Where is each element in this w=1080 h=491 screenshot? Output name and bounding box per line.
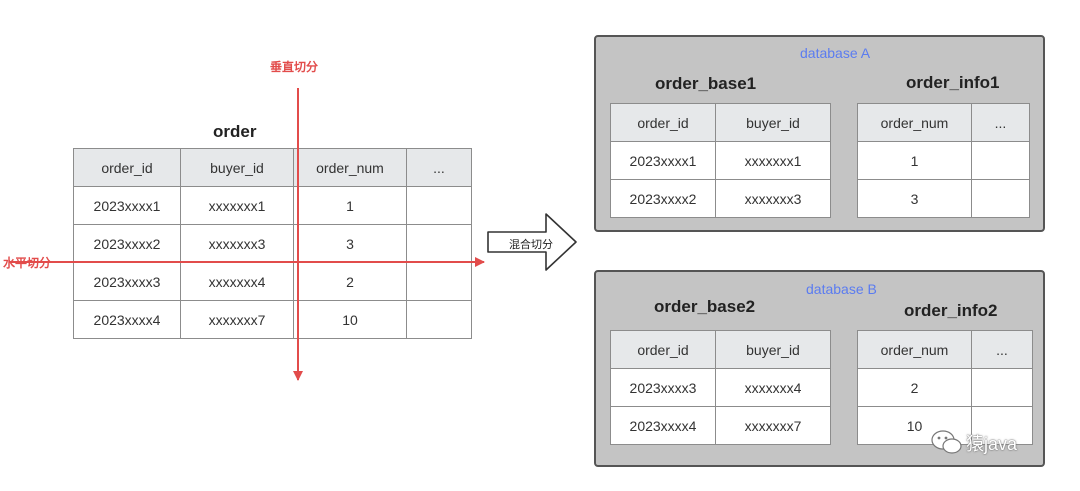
table-cell: xxxxxxx7 (715, 406, 831, 445)
table-row: 1 (857, 141, 1030, 180)
table-cell: 2023xxxx3 (610, 368, 716, 407)
table-cell: 2023xxxx1 (610, 141, 716, 180)
order-base1-title: order_base1 (655, 74, 757, 93)
table-row: 2023xxxx4 xxxxxxx7 (610, 406, 831, 445)
mixed-split-label: 混合切分 (509, 239, 553, 251)
table-cell (971, 179, 1030, 218)
table-cell: 2023xxxx1 (73, 186, 181, 225)
table-row: 2023xxxx2 xxxxxxx3 3 (73, 224, 472, 263)
table-header-row: order_id buyer_id (610, 103, 831, 142)
order-info2-title: order_info2 (904, 301, 998, 320)
table-cell (971, 141, 1030, 180)
table-cell (406, 224, 472, 263)
database-a-label: database A (800, 45, 871, 61)
table-cell: xxxxxxx4 (715, 368, 831, 407)
table-cell: 2023xxxx4 (73, 300, 181, 339)
order-table-title: order (213, 122, 257, 141)
table-header-row: order_id buyer_id order_num ... (73, 148, 472, 187)
column-header: order_id (610, 103, 716, 142)
column-header: order_num (857, 330, 972, 369)
table-header-row: order_num ... (857, 103, 1030, 142)
table-cell: xxxxxxx7 (180, 300, 294, 339)
table-cell (971, 368, 1033, 407)
table-row: 3 (857, 179, 1030, 218)
order-base2-table: order_id buyer_id 2023xxxx3 xxxxxxx4 202… (610, 330, 831, 445)
table-cell: 2023xxxx3 (73, 262, 181, 301)
table-cell: xxxxxxx1 (180, 186, 294, 225)
horizontal-split-label: 水平切分 (3, 256, 52, 270)
table-header-row: order_id buyer_id (610, 330, 831, 369)
mixed-split-arrow-icon (487, 213, 577, 271)
table-header-row: order_num ... (857, 330, 1033, 369)
table-cell (406, 186, 472, 225)
table-row: 2023xxxx2 xxxxxxx3 (610, 179, 831, 218)
order-base2-title: order_base2 (654, 297, 756, 316)
watermark-text: 猿java (966, 434, 1018, 454)
table-row: 2023xxxx3 xxxxxxx4 (610, 368, 831, 407)
table-cell: 10 (293, 300, 407, 339)
column-header: order_num (857, 103, 972, 142)
column-header: order_id (73, 148, 181, 187)
order-info2-table: order_num ... 2 10 (857, 330, 1033, 445)
column-header: ... (971, 103, 1030, 142)
table-cell (971, 406, 1033, 445)
order-info1-table: order_num ... 1 3 (857, 103, 1030, 218)
column-header: ... (971, 330, 1033, 369)
table-cell: 1 (857, 141, 972, 180)
database-b-label: database B (806, 281, 877, 297)
table-row: 2023xxxx1 xxxxxxx1 1 (73, 186, 472, 225)
column-header: order_id (610, 330, 716, 369)
table-row: 2023xxxx4 xxxxxxx7 10 (73, 300, 472, 339)
table-cell (406, 300, 472, 339)
table-cell: 2 (857, 368, 972, 407)
column-header: ... (406, 148, 472, 187)
order-table: order_id buyer_id order_num ... 2023xxxx… (73, 148, 472, 339)
table-row: 2 (857, 368, 1033, 407)
column-header: order_num (293, 148, 407, 187)
order-base1-table: order_id buyer_id 2023xxxx1 xxxxxxx1 202… (610, 103, 831, 218)
table-cell: 3 (857, 179, 972, 218)
order-info1-title: order_info1 (906, 73, 1000, 92)
column-header: buyer_id (715, 103, 831, 142)
wechat-icon (931, 430, 962, 454)
table-cell: xxxxxxx3 (715, 179, 831, 218)
table-row: 2023xxxx1 xxxxxxx1 (610, 141, 831, 180)
table-cell: xxxxxxx1 (715, 141, 831, 180)
column-header: buyer_id (715, 330, 831, 369)
vertical-split-label: 垂直切分 (270, 60, 319, 74)
table-cell: 3 (293, 224, 407, 263)
table-cell: xxxxxxx3 (180, 224, 294, 263)
table-cell: 2023xxxx2 (610, 179, 716, 218)
table-cell: 2023xxxx4 (610, 406, 716, 445)
